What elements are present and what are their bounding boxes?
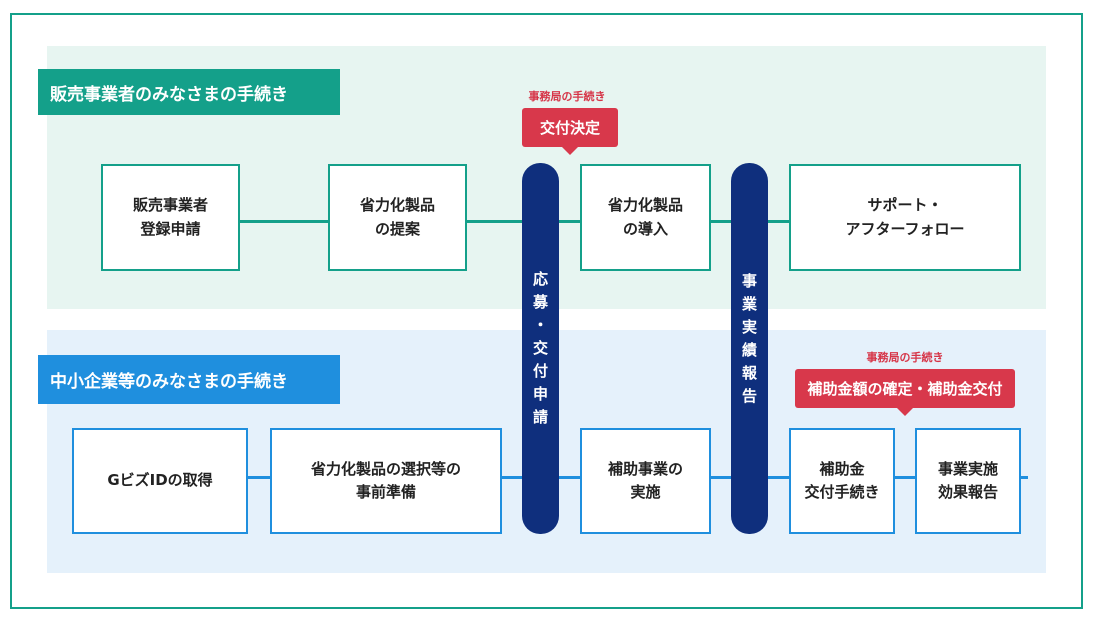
seller-step-installation: 省力化製品 の導入 <box>580 164 711 271</box>
pillar-results-report-label: 事業実績報告 <box>740 273 758 411</box>
user-step-gbizid: GビズIDの取得 <box>72 428 248 534</box>
user-section-label: 中小企業等のみなさまの手続き <box>38 355 340 404</box>
user-step-preparation: 省力化製品の選択等の 事前準備 <box>270 428 502 534</box>
office-note-decision: 事務局の手続き <box>528 90 606 103</box>
seller-step-support: サポート・ アフターフォロー <box>789 164 1021 271</box>
diagram-frame <box>10 13 1083 609</box>
seller-step-proposal: 省力化製品 の提案 <box>328 164 467 271</box>
user-step-implementation: 補助事業の 実施 <box>580 428 711 534</box>
user-step-effect-report: 事業実施 効果報告 <box>915 428 1021 534</box>
pillar-application: 応募・交付申請 <box>522 163 559 534</box>
callout-subsidy-finalization: 補助金額の確定・補助金交付 <box>795 369 1015 416</box>
user-step-subsidy-procedure: 補助金 交付手続き <box>789 428 895 534</box>
pillar-application-label: 応募・交付申請 <box>531 271 549 432</box>
callout-grant-decision: 交付決定 <box>522 108 618 155</box>
pillar-results-report: 事業実績報告 <box>731 163 768 534</box>
office-note-finalization: 事務局の手続き <box>866 351 944 364</box>
seller-section-label: 販売事業者のみなさまの手続き <box>38 69 340 115</box>
seller-step-registration: 販売事業者 登録申請 <box>101 164 240 271</box>
